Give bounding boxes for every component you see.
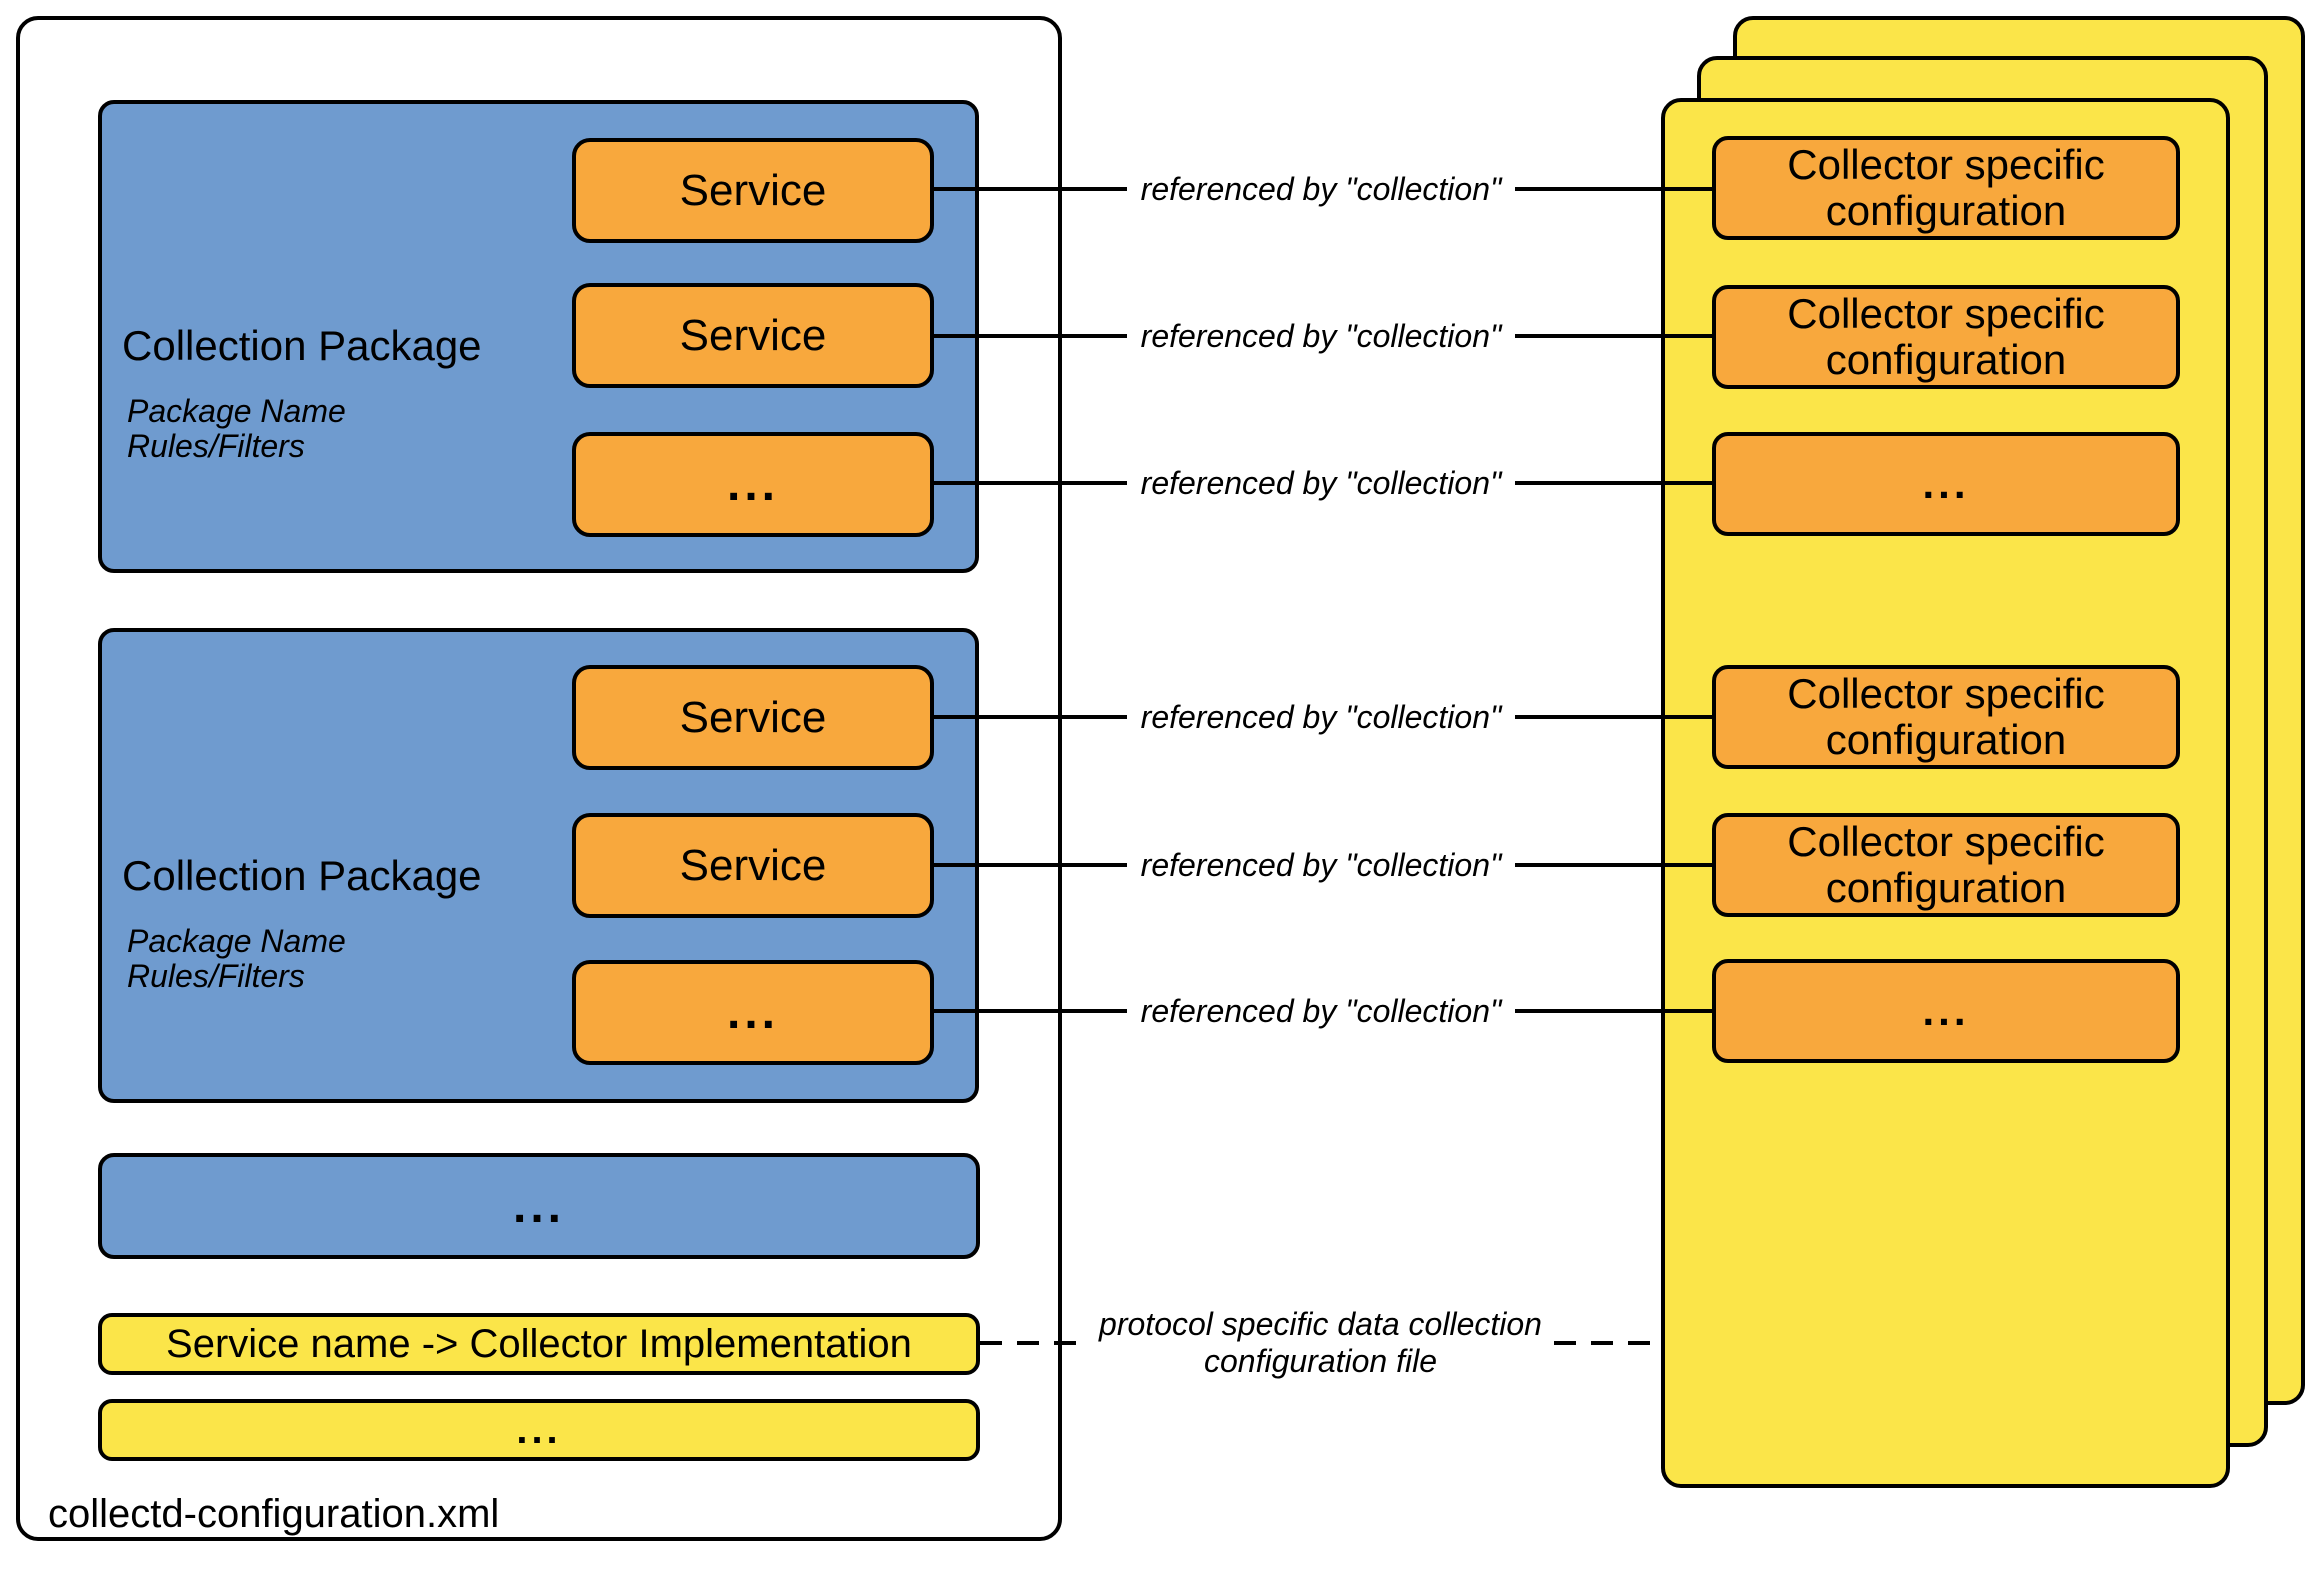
reference-connector: referenced by "collection" xyxy=(930,835,1712,895)
connector-line xyxy=(1515,1009,1712,1013)
protocol-connector: protocol specific data collection config… xyxy=(980,1293,1661,1393)
connector-line xyxy=(1515,863,1712,867)
connector-line xyxy=(930,863,1127,867)
connector-label: referenced by "collection" xyxy=(1140,464,1502,501)
connector-label: referenced by "collection" xyxy=(1140,992,1502,1029)
collector-config-box: Collector specific configuration xyxy=(1712,285,2180,389)
reference-connector: referenced by "collection" xyxy=(930,981,1712,1041)
connector-label: referenced by "collection" xyxy=(1140,846,1502,883)
more-packages-box: ... xyxy=(98,1153,980,1259)
more-mappings-box: ... xyxy=(98,1399,980,1461)
connector-line xyxy=(1515,715,1712,719)
collector-config-box: Collector specific configuration xyxy=(1712,136,2180,240)
package-meta: Package Name Rules/Filters xyxy=(127,923,567,995)
protocol-connector-label: protocol specific data collection config… xyxy=(1099,1306,1542,1380)
dashed-connector-line xyxy=(1553,1341,1661,1345)
service-mapping-box: Service name -> Collector Implementation xyxy=(98,1313,980,1375)
service-box: Service xyxy=(572,813,934,918)
service-box: Service xyxy=(572,283,934,388)
connector-line xyxy=(930,334,1127,338)
package-name-label: Package Name xyxy=(127,393,346,429)
connector-line xyxy=(930,187,1127,191)
package-name-label: Package Name xyxy=(127,923,346,959)
more-services-box: ... xyxy=(572,432,934,537)
protocol-label-line1: protocol specific data collection xyxy=(1099,1306,1542,1343)
package-meta: Package Name Rules/Filters xyxy=(127,393,567,465)
more-services-box: ... xyxy=(572,960,934,1065)
package-title: Collection Package xyxy=(122,852,482,899)
more-collector-configs-box: ... xyxy=(1712,432,2180,536)
dashed-connector-line xyxy=(980,1341,1088,1345)
service-box: Service xyxy=(572,665,934,770)
collection-package-1: Collection Package Package Name Rules/Fi… xyxy=(98,100,979,573)
connector-line xyxy=(1515,481,1712,485)
connector-label: referenced by "collection" xyxy=(1140,317,1502,354)
reference-connector: referenced by "collection" xyxy=(930,159,1712,219)
collector-config-box: Collector specific configuration xyxy=(1712,665,2180,769)
reference-connector: referenced by "collection" xyxy=(930,687,1712,747)
more-collector-configs-box: ... xyxy=(1712,959,2180,1063)
connector-line xyxy=(1515,187,1712,191)
rules-filters-label: Rules/Filters xyxy=(127,958,305,995)
connector-label: referenced by "collection" xyxy=(1140,698,1502,735)
connector-line xyxy=(930,715,1127,719)
collector-config-box: Collector specific configuration xyxy=(1712,813,2180,917)
package-title: Collection Package xyxy=(122,322,482,369)
protocol-label-line2: configuration file xyxy=(1203,1343,1438,1379)
service-box: Service xyxy=(572,138,934,243)
connector-line xyxy=(1515,334,1712,338)
connector-label: referenced by "collection" xyxy=(1140,170,1502,207)
rules-filters-label: Rules/Filters xyxy=(127,428,305,465)
file-name-label: collectd-configuration.xml xyxy=(48,1492,500,1536)
connector-line xyxy=(930,481,1127,485)
collection-package-2: Collection Package Package Name Rules/Fi… xyxy=(98,628,979,1103)
connector-line xyxy=(930,1009,1127,1013)
reference-connector: referenced by "collection" xyxy=(930,306,1712,366)
reference-connector: referenced by "collection" xyxy=(930,453,1712,513)
